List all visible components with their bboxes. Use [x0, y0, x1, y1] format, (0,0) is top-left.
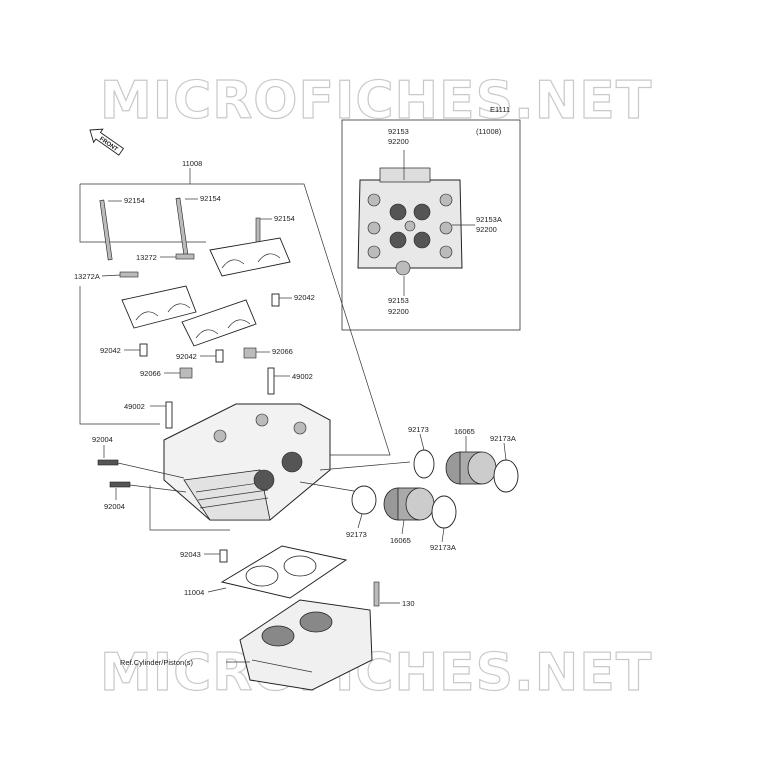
- cylinder-block: [239, 599, 373, 691]
- label-92042-b: 92042: [100, 346, 121, 355]
- camshaft-cap-mid: [181, 299, 257, 347]
- label-16065-b: 16065: [390, 536, 411, 545]
- label-130: 130: [402, 599, 415, 608]
- bracket-lines: [79, 183, 391, 531]
- clamp-92173A-b: [431, 495, 457, 529]
- label-92173-b: 92173: [346, 530, 367, 539]
- inset-code: E1111: [490, 105, 510, 114]
- stud-92004-b: [109, 481, 131, 488]
- clamp-92173-b: [351, 485, 377, 515]
- label-92173A-a: 92173A: [490, 434, 516, 443]
- plate-13272: [175, 253, 195, 260]
- head-top-view: [357, 150, 475, 296]
- label-49002-b: 49002: [124, 402, 145, 411]
- dowel-92042-a: [271, 293, 280, 307]
- dowel-92042-b: [139, 343, 148, 357]
- inset-label-92200-right: 92200: [476, 225, 497, 234]
- inset-label-92153-bottom: 92153: [388, 296, 409, 305]
- label-92066-a: 92066: [272, 347, 293, 356]
- label-92173-a: 92173: [408, 425, 429, 434]
- label-11004: 11004: [184, 588, 204, 597]
- clamp-92173A-a: [493, 459, 519, 493]
- guide-49002-b: [165, 401, 173, 429]
- seal-92066-b: [179, 367, 193, 379]
- bolt-130: [373, 581, 380, 607]
- label-92043: 92043: [180, 550, 201, 559]
- holder-16065-a: [445, 451, 497, 485]
- inset-group: (11008): [476, 127, 502, 136]
- label-49002-a: 49002: [292, 372, 313, 381]
- label-13272A: 13272A: [74, 272, 100, 281]
- clamp-92173-a: [413, 449, 435, 479]
- seal-92066-a: [243, 347, 257, 359]
- watermark-bottom: MICROFICHES.NET: [100, 643, 652, 703]
- plate-13272A: [119, 271, 139, 278]
- cylinder-head: [163, 403, 331, 521]
- label-92154-b: 92154: [200, 194, 221, 203]
- inset-label-92153-top: 92153: [388, 127, 409, 136]
- bolt-92154-b: [175, 197, 189, 257]
- dowel-92042-c: [215, 349, 224, 363]
- label-ref-cylinder-piston: Ref.Cylinder/Piston(s): [120, 658, 193, 667]
- camshaft-cap-left: [121, 285, 197, 329]
- inset-box: E1111 (11008) 92153 92200 92153A 92200 9…: [341, 105, 521, 331]
- label-92004-b: 92004: [104, 502, 125, 511]
- label-92042-c: 92042: [176, 352, 197, 361]
- dowel-92043: [219, 549, 228, 563]
- label-92154-c: 92154: [274, 214, 295, 223]
- label-13272: 13272: [136, 253, 157, 262]
- camshaft-cap-upper: [209, 237, 291, 277]
- label-92042-a: 92042: [294, 293, 315, 302]
- label-11008: 11008: [182, 159, 202, 168]
- inset-label-92200-top: 92200: [388, 137, 409, 146]
- bolt-92154-a: [99, 199, 113, 261]
- inset-label-92200-bottom: 92200: [388, 307, 409, 316]
- label-92173A-b: 92173A: [430, 543, 456, 552]
- label-92066-b: 92066: [140, 369, 161, 378]
- holder-16065-b: [383, 487, 435, 521]
- label-92154-a: 92154: [124, 196, 145, 205]
- label-92004-a: 92004: [92, 435, 113, 444]
- stud-92004-a: [97, 459, 119, 466]
- inset-label-92153A: 92153A: [476, 215, 502, 224]
- label-16065-a: 16065: [454, 427, 475, 436]
- guide-49002-a: [267, 367, 275, 395]
- head-gasket: [220, 545, 348, 599]
